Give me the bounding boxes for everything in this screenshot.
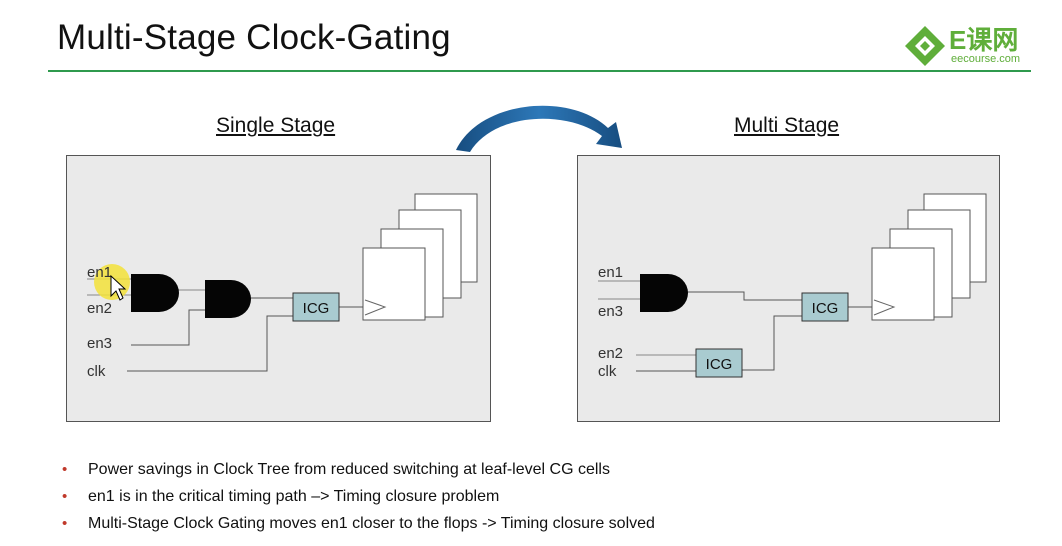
signal-en2: en2 — [598, 345, 623, 362]
slide-title: Multi-Stage Clock-Gating — [57, 18, 451, 57]
bullet-marker: • — [62, 515, 68, 532]
signal-en3: en3 — [598, 303, 623, 320]
curved-arrow-icon — [456, 105, 622, 152]
diamond-logo-icon — [905, 26, 945, 66]
single-stage-schematic: ICG en1 en2 en3 clk — [87, 193, 478, 380]
signal-en1: en1 — [87, 264, 112, 281]
bullet-item: • en1 is in the critical timing path –> T… — [62, 483, 655, 510]
bullet-item: • Multi-Stage Clock Gating moves en1 clos… — [62, 510, 655, 537]
bullet-text: en1 is in the critical timing path –> Ti… — [88, 488, 500, 505]
icg-main-label: ICG — [812, 300, 839, 317]
signal-en2: en2 — [87, 300, 112, 317]
single-stage-diagram: ICG en1 en2 en3 clk — [66, 155, 491, 422]
and-gate-2 — [205, 280, 251, 318]
icg-cell — [292, 292, 340, 322]
signal-clk: clk — [87, 363, 106, 380]
and-gate-1 — [131, 274, 179, 312]
flop-stack — [871, 193, 987, 321]
multi-stage-schematic: ICG ICG en1 en3 en2 clk — [598, 193, 987, 380]
logo-text: E课网 — [949, 25, 1019, 55]
multi-stage-title: Multi Stage — [734, 114, 840, 137]
and-gate — [640, 274, 688, 312]
icg-label: ICG — [303, 300, 330, 317]
bullet-text: Multi-Stage Clock Gating moves en1 close… — [88, 515, 655, 532]
icg-cell-second — [695, 348, 743, 378]
multi-stage-diagram: ICG ICG en1 en3 en2 clk — [577, 155, 1000, 422]
title-divider — [48, 70, 1031, 72]
bullet-marker: • — [62, 488, 68, 505]
single-stage-title: Single Stage — [216, 114, 336, 137]
signal-en1: en1 — [598, 264, 623, 281]
bullet-list: • Power savings in Clock Tree from reduce… — [62, 456, 655, 537]
flop-stack — [362, 193, 478, 321]
signal-clk: clk — [598, 363, 617, 380]
icg-cell-main — [801, 292, 849, 322]
bullet-text: Power savings in Clock Tree from reduced… — [88, 461, 610, 478]
logo-url: eecourse.com — [951, 53, 1021, 65]
bullet-marker: • — [62, 461, 68, 478]
mouse-pointer-icon — [110, 274, 127, 301]
bullet-item: • Power savings in Clock Tree from reduce… — [62, 456, 655, 483]
signal-en3: en3 — [87, 335, 112, 352]
brand-logo: E课网 eecourse.com — [903, 22, 1038, 70]
icg-second-label: ICG — [706, 356, 733, 373]
